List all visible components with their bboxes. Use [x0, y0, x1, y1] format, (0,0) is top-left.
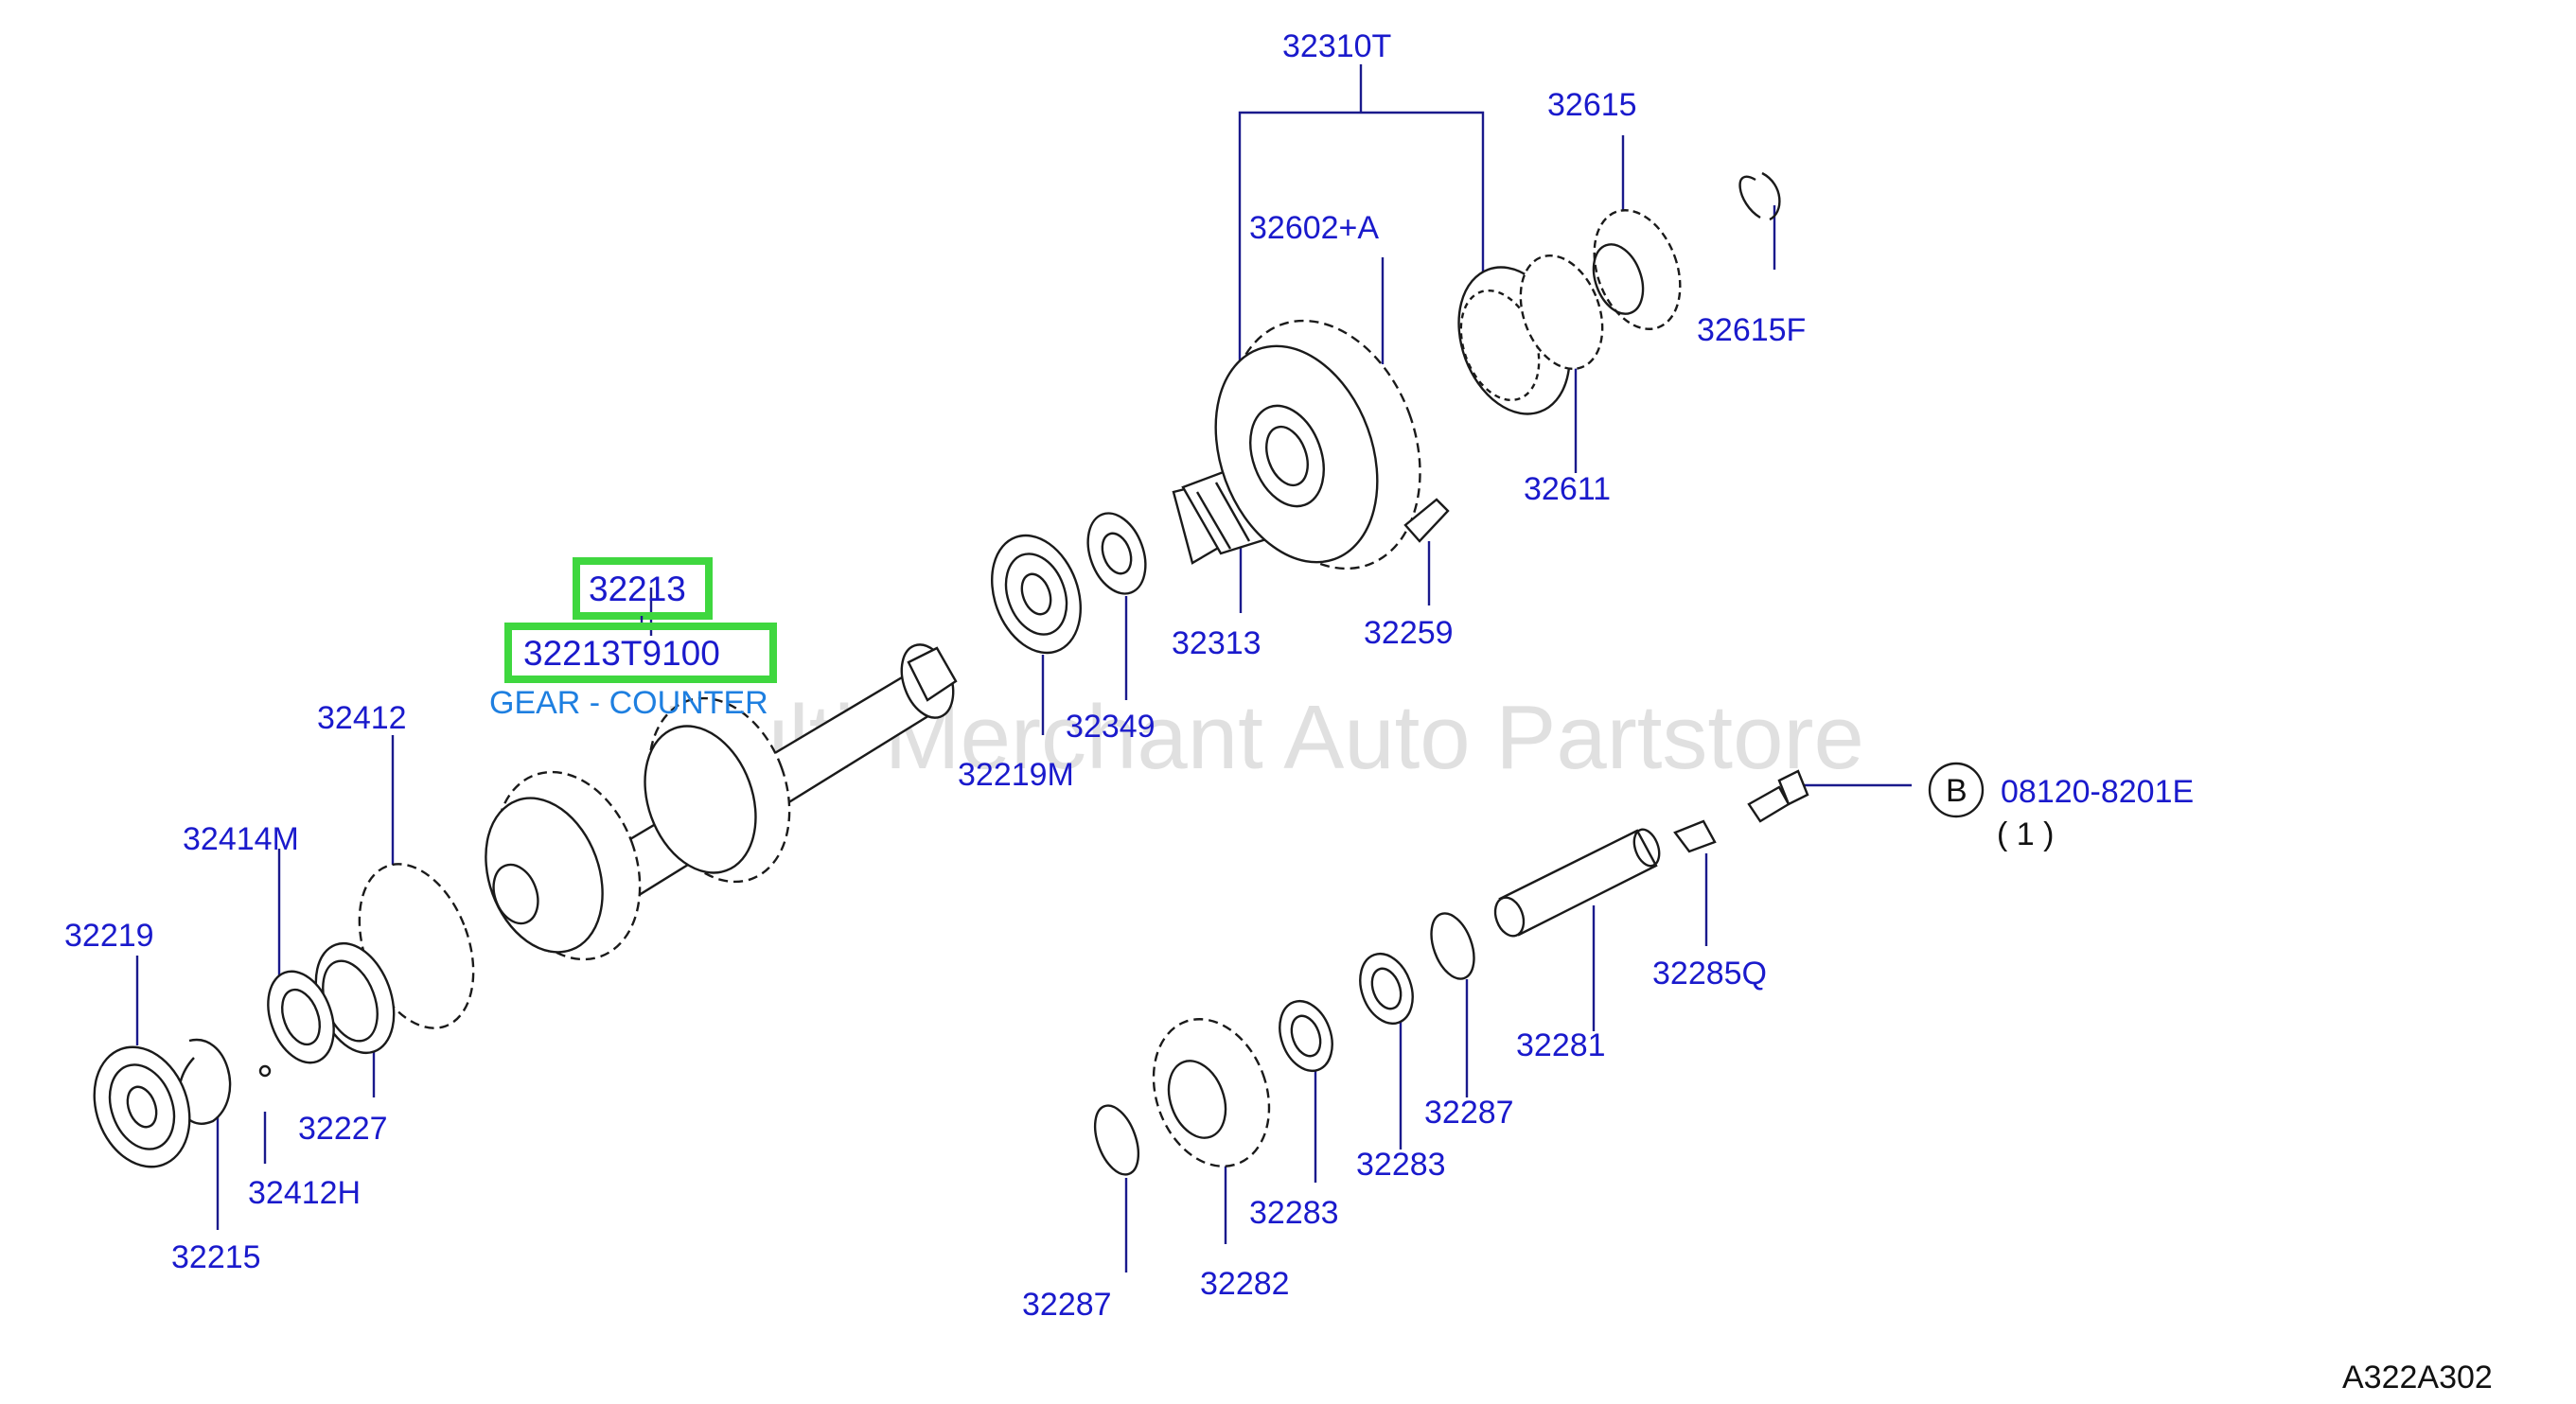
highlight-part-number[interactable]: 32213 — [589, 570, 686, 608]
lock-plate-32285q — [1673, 819, 1717, 853]
washer-32287-upper — [1430, 912, 1475, 980]
highlight-full-part-number[interactable]: 32213T9100 — [523, 634, 720, 673]
gear-32602a — [1214, 319, 1421, 570]
key-32259 — [1403, 498, 1450, 543]
callout-circle-label: B — [1946, 773, 1967, 809]
sleeve-32611 — [1457, 254, 1604, 415]
label-32282[interactable]: 32282 — [1200, 1266, 1290, 1302]
label-32310t[interactable]: 32310T — [1282, 28, 1391, 64]
label-32227[interactable]: 32227 — [298, 1111, 388, 1147]
bearing-32219 — [93, 1045, 191, 1168]
highlight-box-full-part-number — [504, 623, 777, 683]
label-32615f[interactable]: 32615F — [1697, 312, 1806, 348]
callout-part-number[interactable]: 08120-8201E — [2001, 774, 2194, 810]
snap-ring-32615f — [1738, 171, 1781, 221]
label-32287-upper[interactable]: 32287 — [1424, 1095, 1514, 1131]
label-32313[interactable]: 32313 — [1172, 625, 1262, 661]
label-32219[interactable]: 32219 — [64, 918, 154, 954]
label-32287-lower[interactable]: 32287 — [1022, 1287, 1112, 1323]
label-32602a[interactable]: 32602+A — [1249, 210, 1379, 246]
label-32285q[interactable]: 32285Q — [1652, 956, 1767, 992]
label-32219m[interactable]: 32219M — [958, 757, 1074, 793]
label-32414m[interactable]: 32414M — [183, 821, 299, 857]
shaft-32281 — [1493, 828, 1661, 938]
bearing-32414m — [267, 970, 335, 1064]
counter-shaft-32213 — [485, 643, 958, 961]
diagram-code: A322A302 — [2342, 1360, 2493, 1395]
bearing-32219m — [991, 534, 1082, 655]
needle-bearing-32283-lower — [1279, 1000, 1333, 1072]
part-labels: 32310T 32615 32602+A 32615F 32611 32313 … — [64, 28, 1806, 1323]
label-32259[interactable]: 32259 — [1364, 615, 1454, 651]
drawing — [93, 171, 1809, 1176]
label-32412h[interactable]: 32412H — [248, 1175, 361, 1211]
bolt-callout[interactable]: B 08120-8201E ( 1 ) — [1928, 762, 2194, 852]
label-32283-upper[interactable]: 32283 — [1356, 1147, 1446, 1183]
ball-32412h — [258, 1064, 272, 1078]
washer-32287-lower — [1093, 1104, 1140, 1176]
needle-bearing-32283-upper — [1359, 953, 1414, 1025]
gear-32282 — [1152, 1018, 1271, 1167]
highlight-description: GEAR - COUNTER — [489, 685, 768, 721]
gear-32615 — [1592, 209, 1682, 330]
label-32215[interactable]: 32215 — [171, 1239, 261, 1275]
callout-quantity: ( 1 ) — [1997, 816, 2054, 852]
label-32615[interactable]: 32615 — [1547, 87, 1637, 123]
label-32611[interactable]: 32611 — [1524, 471, 1611, 507]
label-32283-lower[interactable]: 32283 — [1249, 1195, 1339, 1231]
bolt-b — [1747, 769, 1809, 823]
callout-circle — [1928, 762, 1985, 818]
label-32349[interactable]: 32349 — [1066, 709, 1156, 745]
label-32281[interactable]: 32281 — [1516, 1027, 1606, 1063]
label-32412[interactable]: 32412 — [317, 700, 407, 736]
highlighted-part-callout[interactable]: 32213 32213T9100 GEAR - COUNTER — [489, 557, 777, 721]
